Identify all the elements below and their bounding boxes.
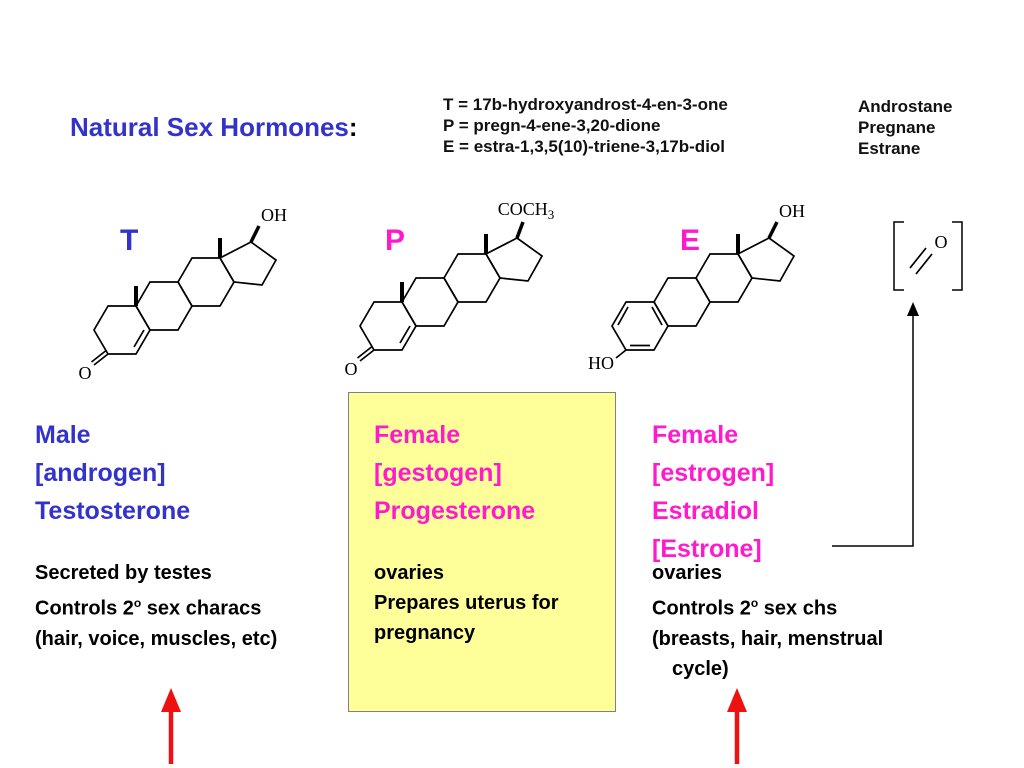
testosterone-structure-diagram: OH O: [79, 205, 288, 383]
female-estrogen-label: Female: [652, 421, 739, 449]
gestogen-info-line-3: pregnancy: [374, 622, 476, 644]
gestogen-highlight-box: [348, 392, 616, 712]
legend: T = 17b-hydroxyandrost-4-en-3-one P = pr…: [443, 94, 728, 157]
estrogen-label: [estrogen]: [652, 459, 775, 487]
gestogen-hormone-names: Female [gestogen] Progesterone: [374, 416, 535, 530]
acetyl-label: COCH3: [498, 199, 555, 222]
arrowhead-up-icon: [907, 302, 919, 316]
skeleton-estrane: Estrane: [858, 139, 921, 158]
phenol-hydroxyl-label: HO: [588, 353, 614, 373]
progesterone-structure-diagram: COCH3 O: [345, 199, 555, 379]
male-info-line-2: Controls 2o sex characs: [35, 596, 262, 620]
testosterone-label: Testosterone: [35, 497, 191, 525]
left-bracket: [893, 221, 904, 291]
estradiol-structure-diagram: OH HO: [588, 201, 805, 373]
male-hormone-names: Male [androgen] Testosterone: [35, 416, 190, 530]
ketone-oxygen-label: O: [345, 359, 358, 379]
ketone-oxygen-label: O: [79, 363, 92, 383]
hydroxyl-label: OH: [779, 201, 805, 221]
estrone-label: [Estrone]: [652, 535, 762, 563]
red-arrowhead-icon: [727, 688, 747, 712]
estrogen-hormone-info: ovaries Controls 2o sex chs (breasts, ha…: [652, 558, 883, 684]
gestogen-info-line-1: ovaries: [374, 562, 445, 584]
estrogen-hormone-names: Female [estrogen] Estradiol [Estrone]: [652, 416, 774, 568]
estrogen-info-line-3: (breasts, hair, menstrual: [652, 627, 884, 650]
legend-line-p: P = pregn-4-ene-3,20-dione: [443, 116, 661, 135]
male-info-line-1: Secreted by testes: [35, 562, 212, 584]
legend-line-e: E = estra-1,3,5(10)-triene-3,17b-diol: [443, 137, 726, 156]
page-title-colon: :: [348, 112, 358, 142]
estrogen-info-line-2: Controls 2o sex chs: [652, 596, 838, 620]
estrogen-info-line-4: cycle): [672, 657, 729, 680]
gestogen-info-line-2: Prepares uterus for: [374, 592, 559, 614]
structure-label-p: P: [385, 224, 406, 257]
estradiol-label: Estradiol: [652, 497, 759, 525]
right-bracket: [952, 221, 963, 291]
male-hormone-info: Secreted by testes Controls 2o sex chara…: [35, 558, 277, 654]
skeleton-names: Androstane Pregnane Estrane: [858, 96, 952, 159]
gestogen-label: [gestogen]: [374, 459, 502, 487]
red-arrowhead-icon: [161, 688, 181, 712]
estrogen-info-line-1: ovaries: [652, 562, 723, 584]
gestogen-hormone-info: ovaries Prepares uterus for pregnancy: [374, 558, 559, 648]
structure-label-t: T: [120, 224, 139, 257]
page-title: Natural Sex Hormones:: [70, 112, 358, 143]
ketone-oxygen-label: O: [935, 232, 948, 252]
androgen-label: [androgen]: [35, 459, 166, 487]
estrone-connector-arrow: [832, 302, 919, 547]
female-gestogen-label: Female: [374, 421, 461, 449]
red-up-arrow-right: [727, 688, 747, 764]
hydroxyl-label: OH: [261, 205, 287, 225]
red-up-arrow-left: [161, 688, 181, 764]
legend-line-t: T = 17b-hydroxyandrost-4-en-3-one: [443, 95, 728, 114]
male-info-line-3: (hair, voice, muscles, etc): [35, 627, 278, 650]
progesterone-label: Progesterone: [374, 497, 536, 525]
skeleton-androstane: Androstane: [858, 97, 953, 116]
skeleton-pregnane: Pregnane: [858, 118, 936, 137]
estrone-ketone-bracket-diagram: O: [893, 221, 963, 291]
male-label: Male: [35, 421, 91, 449]
structure-label-e: E: [680, 224, 701, 257]
page-title-text: Natural Sex Hormones: [70, 112, 349, 142]
